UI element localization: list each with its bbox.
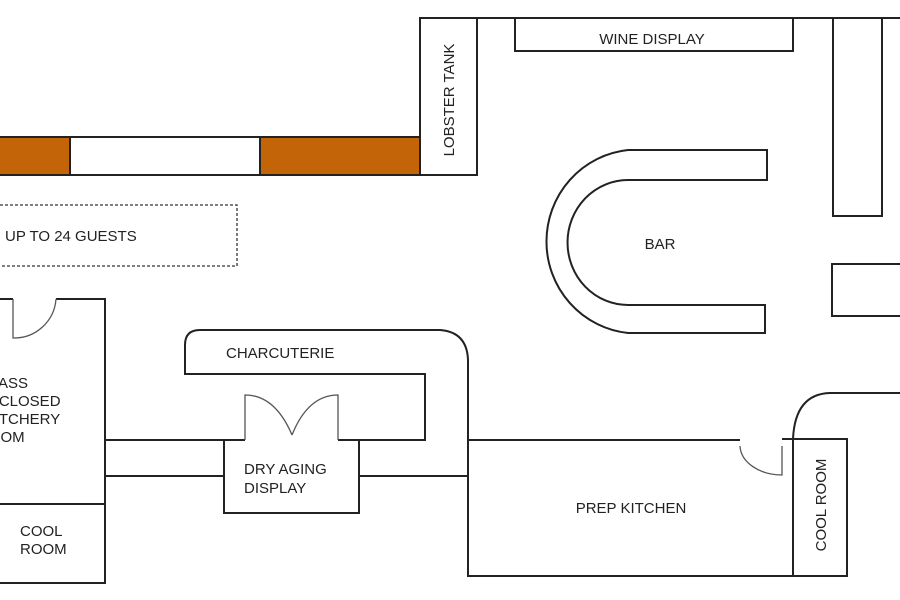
- prep-kitchen-label: PREP KITCHEN: [576, 500, 687, 517]
- right-counter: [832, 17, 883, 217]
- wine-display-label: WINE DISPLAY: [599, 31, 705, 48]
- right-table: [831, 263, 900, 317]
- butchery-label-4: ROOM: [0, 429, 25, 446]
- cool-room-right-label: COOL ROOM: [813, 459, 830, 552]
- butchery-label-2: ENCLOSED: [0, 393, 61, 410]
- guests-label: UP TO 24 GUESTS: [5, 228, 137, 245]
- dry-aging-display: DRY AGING DISPLAY: [223, 394, 360, 514]
- door-icon: [739, 445, 783, 476]
- lobster-tank-label: LOBSTER TANK: [441, 44, 458, 157]
- double-door-icon: [244, 394, 339, 440]
- private-dining-area: UP TO 24 GUESTS: [0, 204, 238, 267]
- bar-counter: BAR: [545, 149, 768, 334]
- prep-kitchen: PREP KITCHEN: [467, 438, 794, 577]
- butchery-label-3: BUTCHERY: [0, 411, 60, 428]
- dry-aging-label-1: DRY AGING: [244, 461, 327, 478]
- lobster-tank: LOBSTER TANK: [419, 17, 478, 176]
- cool-room-left-label-2: ROOM: [20, 541, 67, 558]
- wine-display: WINE DISPLAY: [514, 17, 794, 52]
- cool-room-right: COOL ROOM: [792, 438, 848, 577]
- corridor-walls: [105, 439, 468, 477]
- cool-room-left-label-1: COOL: [20, 523, 63, 540]
- partition-wall: [0, 136, 421, 176]
- bar-label: BAR: [645, 236, 676, 253]
- charcuterie-label: CHARCUTERIE: [226, 345, 334, 362]
- butchery-label-1: GLASS: [0, 375, 28, 392]
- butchery-room: GLASS ENCLOSED BUTCHERY ROOM COOL ROOM: [0, 298, 106, 584]
- charcuterie: CHARCUTERIE: [184, 329, 469, 576]
- curved-wall: [792, 392, 900, 440]
- dry-aging-label-2: DISPLAY: [244, 480, 306, 497]
- door-icon: [12, 298, 57, 339]
